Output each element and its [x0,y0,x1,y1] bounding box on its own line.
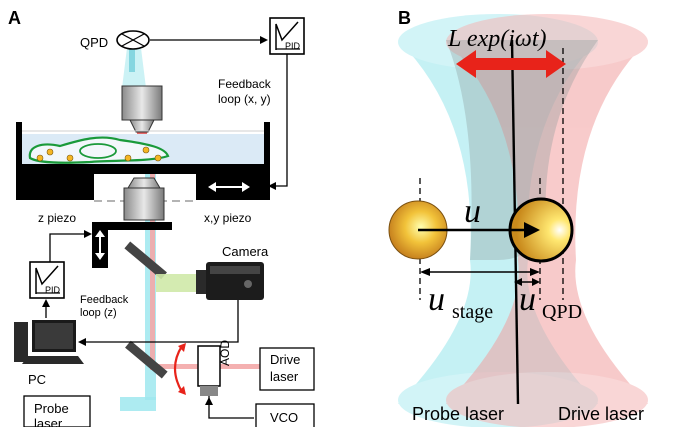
probe-laser-label-2: laser [34,416,63,427]
pid-label-z: PID [45,285,61,295]
feedback-z-line [49,233,86,262]
arrowhead-icon [524,222,540,238]
drive-laser-label-1: Drive [270,352,300,367]
camera-label: Camera [222,244,269,259]
xy-piezo-label: x,y piezo [204,211,252,225]
feedback-xy-label-1: Feedback [218,77,272,91]
arrowhead-icon [84,230,92,238]
u-label: u [464,193,481,230]
arrowhead-icon [205,397,213,405]
camera [196,262,264,300]
cell-nucleus [79,143,117,159]
camera-to-pc-line [84,300,239,343]
aod [197,345,221,396]
arrowhead-icon [260,36,268,44]
deflection-arrow [173,345,183,393]
oscillation-arrow [456,50,566,78]
pid-controller-z [29,261,65,299]
pc-computer [14,320,84,364]
feedback-z-label-1: Feedback [80,294,129,306]
vco-box [255,403,315,427]
arrowhead-icon [514,278,522,286]
feedback-z-label-2: loop (z) [80,307,117,319]
arrowhead-icon [42,299,50,307]
camera-light-path [156,274,208,292]
panel-b-letter: B [398,8,411,28]
aod-label: AOD [218,340,232,366]
panel-a: A QPD PID [8,8,315,427]
xy-stage [16,174,270,202]
panel-a-letter: A [8,8,21,28]
pid-controller-xy [269,17,305,55]
feedback-xy-label-2: loop (x, y) [218,92,271,106]
oscillation-formula: L exp(iωt) [447,26,546,52]
u-qpd-label: u [519,281,536,318]
feedback-xy-line [274,54,288,187]
drive-laser-caption: Drive laser [558,404,644,424]
sample-chamber [16,122,270,174]
u-stage-label: u [428,281,445,318]
double-arrow-icon [208,182,216,192]
double-arrow-icon [95,230,105,237]
z-piezo-label: z piezo [38,211,76,225]
pc-label: PC [28,372,46,387]
arrowhead-icon [178,343,186,352]
aod-vco-line [208,396,254,419]
arrowhead-icon [420,268,430,276]
upper-objective [121,85,163,133]
z-piezo [92,222,108,268]
u-stage-subscript: stage [452,301,493,323]
dichroic-mirror-upper [124,241,167,280]
probe-laser-caption: Probe laser [412,404,504,424]
arrowhead-icon [78,338,86,346]
dichroic-mirror-lower [125,340,168,379]
u-qpd-subscript: QPD [542,301,582,323]
pid-label-xy: PID [285,41,301,51]
panel-b: B L exp(iωt) [388,8,648,427]
qpd-detector [116,30,150,50]
lower-objective [108,177,172,230]
qpd-label: QPD [80,35,108,50]
vco-label: VCO [270,410,298,425]
drive-laser-box [259,347,315,391]
drive-laser-label-2: laser [270,369,299,384]
probe-laser-box [23,395,91,427]
probe-laser-label-1: Probe [34,401,69,416]
arrowhead-icon [268,182,276,190]
beam-overlap [446,40,598,260]
